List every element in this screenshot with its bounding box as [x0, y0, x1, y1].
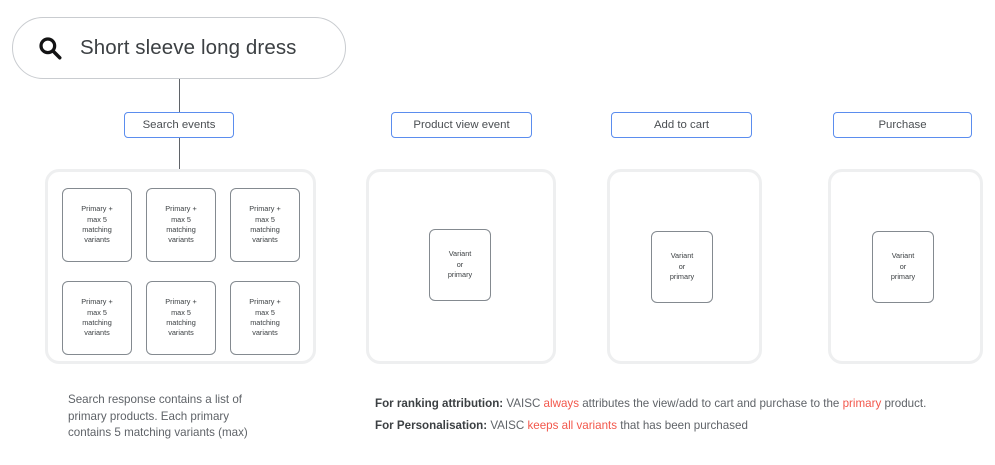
search-icon [39, 37, 62, 60]
connector-searchbar-to-pill [178, 79, 180, 112]
variant-card-purchase[interactable]: Variant or primary [872, 231, 934, 303]
note-ranking-label: For ranking attribution: [375, 397, 504, 410]
product-card-line3: matching [250, 225, 280, 234]
stage-pill-product-view-event[interactable]: Product view event [391, 112, 532, 138]
connector-pill-to-panel [178, 138, 180, 169]
product-card[interactable]: Primary + max 5 matching variants [62, 281, 132, 355]
product-card-line3: matching [250, 318, 280, 327]
note-personalisation-part2: that has been purchased [617, 419, 748, 432]
product-card[interactable]: Primary + max 5 matching variants [146, 188, 216, 262]
product-card-line4: variants [168, 328, 194, 338]
variant-card-line3: primary [890, 272, 916, 282]
product-card-line2: max 5 [255, 214, 275, 224]
product-card-line2: max 5 [171, 214, 191, 224]
stage-pill-label: Purchase [878, 119, 927, 131]
caption-line2: primary products. Each primary [68, 409, 230, 423]
product-card-line3: matching [166, 318, 196, 327]
stage-pill-add-to-cart[interactable]: Add to cart [611, 112, 752, 138]
note-ranking-highlight-always: always [543, 397, 579, 410]
product-card-line2: max 5 [87, 307, 107, 317]
product-card-line4: variants [252, 328, 278, 338]
note-ranking-part3: product. [881, 397, 927, 410]
product-card-line1: Primary + [81, 297, 113, 307]
product-card-line2: max 5 [171, 307, 191, 317]
stage-pill-label: Add to cart [653, 119, 710, 131]
stage-pill-label: Product view event [413, 119, 510, 131]
product-card-line4: variants [84, 235, 110, 245]
product-card-line3: matching [82, 318, 112, 327]
product-card-line3: matching [166, 225, 196, 234]
caption-line1: Search response contains a list of [68, 393, 243, 406]
note-personalisation-part1: VAISC [487, 419, 528, 432]
note-ranking-attribution: For ranking attribution: VAISC always at… [375, 393, 987, 415]
product-card-line4: variants [252, 235, 278, 245]
caption-line3: contains 5 matching variants (max) [68, 426, 248, 440]
variant-card-line2: or [899, 261, 907, 271]
product-card[interactable]: Primary + max 5 matching variants [62, 188, 132, 262]
stage-pill-label: Search events [142, 119, 216, 131]
product-card[interactable]: Primary + max 5 matching variants [230, 281, 300, 355]
note-personalisation-label: For Personalisation: [375, 419, 488, 432]
product-card-line1: Primary + [165, 204, 197, 214]
variant-card-line1: Variant [891, 251, 915, 261]
variant-card-line3: primary [669, 272, 695, 282]
variant-card-line2: or [456, 259, 464, 269]
product-card-line4: variants [168, 235, 194, 245]
variant-card-line2: or [678, 261, 686, 271]
variant-card-line1: Variant [670, 251, 694, 261]
note-personalisation: For Personalisation: VAISC keeps all var… [375, 415, 987, 437]
product-card-line2: max 5 [87, 214, 107, 224]
product-card-line4: variants [84, 328, 110, 338]
stage-pill-purchase[interactable]: Purchase [833, 112, 972, 138]
product-card-line3: matching [82, 225, 112, 234]
note-ranking-highlight-primary: primary [842, 397, 882, 410]
note-ranking-part2: attributes the view/add to cart and purc… [579, 397, 843, 410]
product-card-line1: Primary + [165, 297, 197, 307]
search-query-text: Short sleeve long dress [80, 36, 297, 59]
note-ranking-part1: VAISC [503, 397, 544, 410]
attribution-notes: For ranking attribution: VAISC always at… [375, 393, 987, 437]
product-card[interactable]: Primary + max 5 matching variants [230, 188, 300, 262]
product-card-line1: Primary + [249, 204, 281, 214]
stage-pill-search-events[interactable]: Search events [124, 112, 234, 138]
note-personalisation-highlight: keeps all variants [527, 419, 618, 432]
variant-card-product-view[interactable]: Variant or primary [429, 229, 491, 301]
product-card-line1: Primary + [249, 297, 281, 307]
product-card[interactable]: Primary + max 5 matching variants [146, 281, 216, 355]
product-card-line1: Primary + [81, 204, 113, 214]
search-bar[interactable]: Short sleeve long dress [12, 17, 346, 79]
search-response-caption: Search response contains a list of prima… [68, 392, 328, 442]
variant-card-add-to-cart[interactable]: Variant or primary [651, 231, 713, 303]
product-card-line2: max 5 [255, 307, 275, 317]
search-results-grid: Primary + max 5 matching variants Primar… [62, 188, 300, 355]
variant-card-line1: Variant [448, 249, 472, 259]
variant-card-line3: primary [447, 270, 473, 280]
